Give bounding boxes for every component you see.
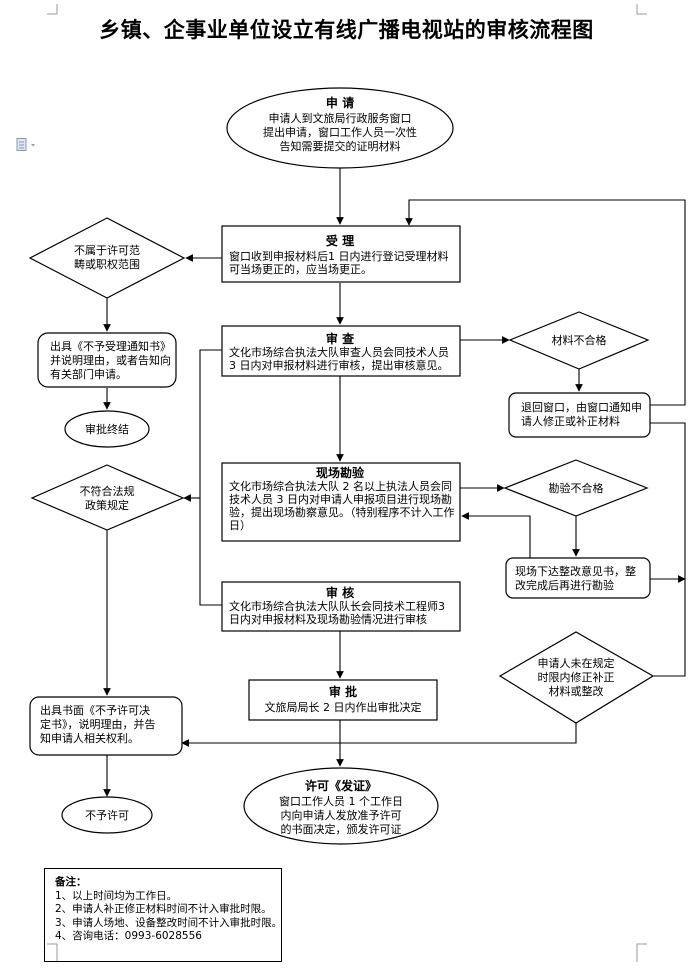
verify-line-2: 日内对申报材料及现场勘验情况进行审核 bbox=[229, 612, 427, 626]
apply-line-1: 申请人到文旅局行政服务窗口 bbox=[269, 111, 412, 125]
accept-line-2: 可当场更正的，应当场更正。 bbox=[229, 262, 372, 276]
permit-node bbox=[243, 767, 439, 845]
accept-title: 受 理 bbox=[326, 233, 354, 248]
out-of-scope-line-1: 不属于许可范 bbox=[74, 243, 140, 257]
approve-line-1: 文旅局局长 2 日内作出审批决定 bbox=[265, 700, 422, 714]
out-of-scope-line-2: 畴或职权范围 bbox=[74, 257, 140, 271]
end-review-node bbox=[64, 410, 150, 448]
not-legal-decision bbox=[30, 464, 185, 531]
out-of-scope-decision bbox=[28, 217, 186, 299]
apply-title: 申 请 bbox=[326, 95, 354, 110]
review-line-1: 文化市场综合执法大队审查人员会同技术人员 bbox=[229, 345, 449, 359]
accept-line-1: 窗口收到申报材料后1 日内进行登记受理材料 bbox=[229, 249, 449, 263]
note-item: 2、申请人补正修正材料时间不计入审批时限。 bbox=[55, 903, 272, 915]
apply-line-2: 提出申请，窗口工作人员一次性 bbox=[263, 125, 417, 139]
inspection-line-1: 文化市场综合执法大队 2 名以上执法人员会同 bbox=[229, 479, 452, 493]
verify-node bbox=[221, 581, 461, 632]
inspection-fail-decision bbox=[503, 459, 649, 517]
page-title: 乡镇、企事业单位设立有线广播电视站的审核流程图 bbox=[99, 18, 594, 42]
inspection-line-3: 验，提出现场勘察意见。（特别程序不计入工作 bbox=[229, 505, 455, 519]
reject-notice-line-2: 并说明理由，或者告知向 bbox=[50, 353, 171, 367]
return-window-line-1: 退回窗口，由窗口通知申 bbox=[521, 400, 642, 414]
connector-lines bbox=[103, 168, 686, 797]
deny-decision-line-2: 定书》，说明理由，并告 bbox=[40, 717, 156, 731]
inspection-fail-label: 勘验不合格 bbox=[549, 481, 604, 495]
inspection-line-4: 日） bbox=[229, 519, 251, 532]
permit-line-1: 窗口工作人员 1 个工作日 bbox=[279, 794, 403, 808]
not-fixed-line-2: 时限内修正补正 bbox=[538, 670, 615, 684]
end-review-label: 审批终结 bbox=[85, 422, 129, 436]
rectify-node bbox=[505, 557, 651, 599]
not-fixed-decision bbox=[498, 631, 655, 724]
page-corner-marks bbox=[47, 4, 647, 962]
review-node bbox=[221, 325, 461, 377]
document-icon[interactable] bbox=[15, 138, 43, 152]
deny-decision-line-1: 出具书面《不予许可决 bbox=[40, 703, 150, 717]
material-fail-decision bbox=[508, 311, 650, 370]
deny-decision-node bbox=[29, 696, 183, 756]
reject-notice-node bbox=[37, 332, 177, 388]
inspection-line-2: 技术人员 3 日内对申请人申报项目进行现场勘 bbox=[229, 492, 452, 506]
approve-title: 审 批 bbox=[329, 684, 357, 699]
note-item: 1、以上时间均为工作日。 bbox=[55, 889, 178, 902]
review-title: 审 查 bbox=[326, 331, 355, 346]
note-item: 4、咨询电话：0993-6028556 bbox=[55, 930, 202, 942]
note-item: 3、申请人场地、设备整改时间不计入审批时限。 bbox=[55, 916, 283, 929]
not-fixed-line-3: 材料或整改 bbox=[549, 684, 604, 698]
rectify-line-2: 改完成后再进行勘验 bbox=[515, 578, 614, 592]
review-line-2: 3 日内对申报材料进行审核，提出审核意见。 bbox=[229, 358, 449, 372]
reject-notice-line-3: 有关部门申请。 bbox=[50, 367, 127, 381]
inspection-node bbox=[221, 462, 461, 542]
deny-decision-line-3: 知申请人相关权利。 bbox=[40, 731, 139, 745]
deny-node bbox=[61, 796, 153, 834]
inspection-title: 现场勘验 bbox=[316, 465, 365, 480]
apply-node bbox=[226, 87, 454, 169]
approve-node bbox=[248, 679, 438, 721]
permit-line-2: 内向申请人发放准予许可 bbox=[281, 808, 402, 822]
not-legal-line-1: 不符合法规 bbox=[80, 484, 135, 498]
permit-title: 许可《发证》 bbox=[305, 778, 377, 793]
apply-line-3: 告知需要提交的证明材料 bbox=[280, 139, 401, 153]
accept-node bbox=[221, 225, 461, 283]
verify-title: 审 核 bbox=[326, 585, 354, 600]
permit-line-3: 的书面决定，颁发许可证 bbox=[281, 822, 402, 836]
rectify-line-1: 现场下达整改意见书，整 bbox=[515, 564, 636, 578]
return-window-node bbox=[508, 392, 651, 438]
material-fail-label: 材料不合格 bbox=[552, 333, 607, 347]
not-legal-line-2: 政策规定 bbox=[85, 498, 129, 512]
reject-notice-line-1: 出具《不予受理通知书》 bbox=[50, 339, 171, 353]
return-window-line-2: 请人修正或补正材料 bbox=[521, 414, 620, 428]
notes-title: 备注： bbox=[55, 876, 87, 888]
deny-label: 不予许可 bbox=[85, 809, 129, 822]
verify-line-1: 文化市场综合执法大队队长会同技术工程师3 bbox=[229, 599, 445, 613]
notes-box: 备注： 1、以上时间均为工作日。 2、申请人补正修正材料时间不计入审批时限。 3… bbox=[44, 868, 282, 962]
not-fixed-line-1: 申请人未在规定 bbox=[538, 656, 615, 670]
